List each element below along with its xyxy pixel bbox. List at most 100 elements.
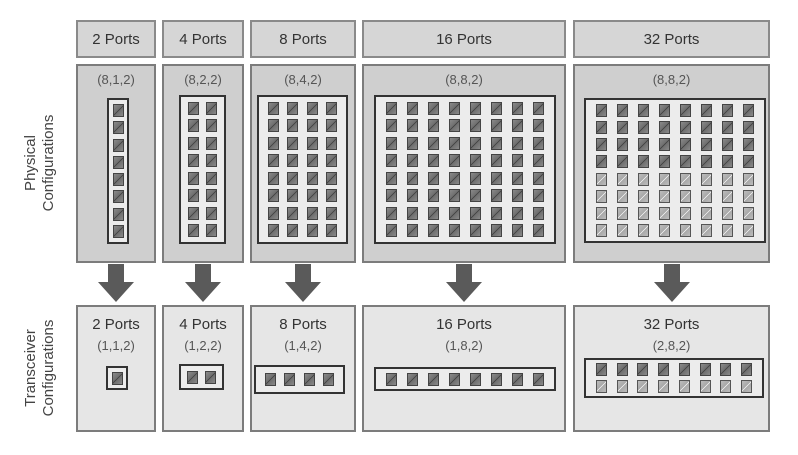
label-line: Configurations (40, 114, 57, 212)
port-cell (267, 171, 279, 185)
port-cell (512, 101, 523, 115)
port-cell (680, 121, 691, 135)
physical-module (107, 98, 129, 244)
header-8-ports: 8 Ports (250, 20, 356, 58)
port-cell (617, 172, 628, 186)
port-cell (323, 373, 335, 386)
port-cell (267, 101, 279, 115)
port-cell (701, 172, 712, 186)
port-cell (112, 121, 124, 135)
transceiver-config-box: 32 Ports(2,8,2) (573, 305, 770, 432)
physical-config-box: (8,4,2) (250, 64, 356, 263)
port-cell (287, 189, 299, 203)
port-cell (267, 189, 279, 203)
port-cell (407, 224, 418, 238)
physical-module (179, 95, 226, 244)
transceiver-config-box: 8 Ports(1,4,2) (250, 305, 356, 432)
port-cell (206, 189, 217, 203)
port-cell (326, 189, 338, 203)
port-cell (659, 189, 670, 203)
port-cell (659, 121, 670, 135)
header-2-ports: 2 Ports (76, 20, 156, 58)
port-cell (743, 223, 754, 237)
port-cell (701, 223, 712, 237)
port-cell (680, 206, 691, 220)
port-cell (659, 155, 670, 169)
down-arrow-icon (652, 264, 692, 304)
port-cell (449, 119, 460, 133)
port-cell (680, 104, 691, 118)
port-cell (512, 189, 523, 203)
port-cell (206, 206, 217, 220)
port-cell (596, 206, 607, 220)
port-cell (470, 101, 481, 115)
port-cell (722, 121, 733, 135)
port-cell (407, 119, 418, 133)
port-cell (701, 138, 712, 152)
port-cell (188, 224, 199, 238)
port-cell (637, 363, 649, 377)
port-cell (287, 224, 299, 238)
port-cell (638, 206, 649, 220)
port-cell (449, 101, 460, 115)
physical-tuple: (8,8,2) (445, 72, 483, 87)
transceiver-config-box: 16 Ports(1,8,2) (362, 305, 566, 432)
transceiver-config-box: 2 Ports(1,1,2) (76, 305, 156, 432)
port-cell (188, 119, 199, 133)
transceiver-configurations-label: Transceiver Configurations (22, 288, 58, 448)
transceiver-config-box: 4 Ports(1,2,2) (162, 305, 244, 432)
port-cell (491, 154, 502, 168)
port-cell (617, 121, 628, 135)
port-cell (743, 206, 754, 220)
port-cell (512, 372, 523, 386)
physical-module (584, 98, 766, 243)
port-cell (512, 136, 523, 150)
port-cell (533, 189, 544, 203)
port-cell (743, 189, 754, 203)
port-cell (326, 224, 338, 238)
port-cell (617, 104, 628, 118)
port-cell (428, 372, 439, 386)
port-cell (533, 119, 544, 133)
port-cell (287, 206, 299, 220)
port-cell (491, 372, 502, 386)
port-cell (533, 372, 544, 386)
port-cell (386, 154, 397, 168)
header-4-ports: 4 Ports (162, 20, 244, 58)
physical-tuple: (8,2,2) (184, 72, 222, 87)
port-cell (741, 379, 753, 393)
port-cell (428, 136, 439, 150)
port-cell (267, 154, 279, 168)
port-cell (326, 101, 338, 115)
port-cell (287, 171, 299, 185)
port-cell (449, 189, 460, 203)
port-cell (533, 206, 544, 220)
port-cell (449, 154, 460, 168)
port-cell (722, 104, 733, 118)
label-line: Transceiver (22, 329, 39, 407)
port-cell (267, 206, 279, 220)
down-arrow-icon (283, 264, 323, 304)
port-cell (449, 224, 460, 238)
down-arrow-icon (183, 264, 223, 304)
physical-tuple: (8,4,2) (284, 72, 322, 87)
port-cell (722, 172, 733, 186)
port-cell (638, 172, 649, 186)
port-cell (743, 104, 754, 118)
port-cell (637, 379, 649, 393)
physical-config-box: (8,8,2) (573, 64, 770, 263)
port-cell (491, 171, 502, 185)
port-cell (617, 223, 628, 237)
port-cell (659, 138, 670, 152)
port-cell (287, 136, 299, 150)
port-cell (470, 372, 481, 386)
port-cell (470, 189, 481, 203)
physical-config-box: (8,1,2) (76, 64, 156, 263)
transceiver-tuple: (1,2,2) (184, 338, 222, 353)
port-cell (595, 379, 607, 393)
port-cell (617, 138, 628, 152)
port-cell (470, 136, 481, 150)
port-cell (722, 189, 733, 203)
port-cell (659, 172, 670, 186)
port-cell (407, 154, 418, 168)
